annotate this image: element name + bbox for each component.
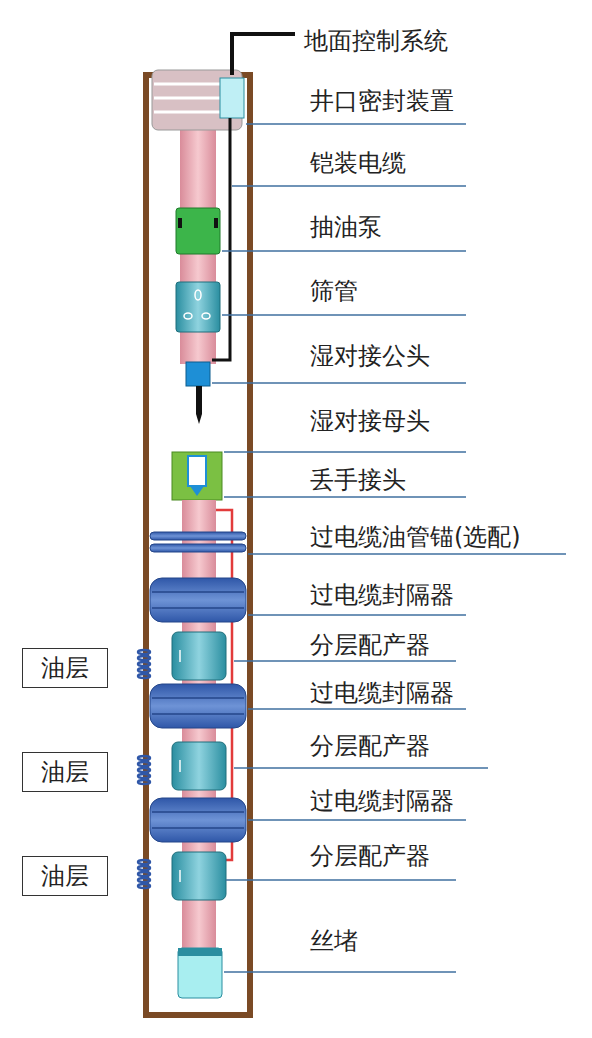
box-text: 油层 <box>41 655 89 681</box>
part-label: 过电缆封隔器 <box>310 680 454 706</box>
part-label: 地面控制系统 <box>304 28 448 54</box>
part-label: 湿对接母头 <box>310 408 430 434</box>
part-label: 铠装电缆 <box>310 150 406 176</box>
part-label: 湿对接公头 <box>310 343 430 369</box>
part-label: 丢手接头 <box>310 467 406 493</box>
oil-layer-box: 油层 <box>22 752 108 792</box>
part-label: 过电缆封隔器 <box>310 582 454 608</box>
part-label: 过电缆封隔器 <box>310 788 454 814</box>
part-label: 筛管 <box>310 278 358 304</box>
part-label: 丝堵 <box>310 928 358 954</box>
part-label: 抽油泵 <box>310 214 382 240</box>
part-label: 分层配产器 <box>310 733 430 759</box>
box-text: 油层 <box>41 863 89 889</box>
oil-layer-box: 油层 <box>22 856 108 896</box>
part-label: 分层配产器 <box>310 843 430 869</box>
part-label: 井口密封装置 <box>310 88 454 114</box>
part-label: 分层配产器 <box>310 632 430 658</box>
part-label: 过电缆油管锚(选配) <box>310 524 521 550</box>
box-text: 油层 <box>41 759 89 785</box>
oil-layer-box: 油层 <box>22 648 108 688</box>
